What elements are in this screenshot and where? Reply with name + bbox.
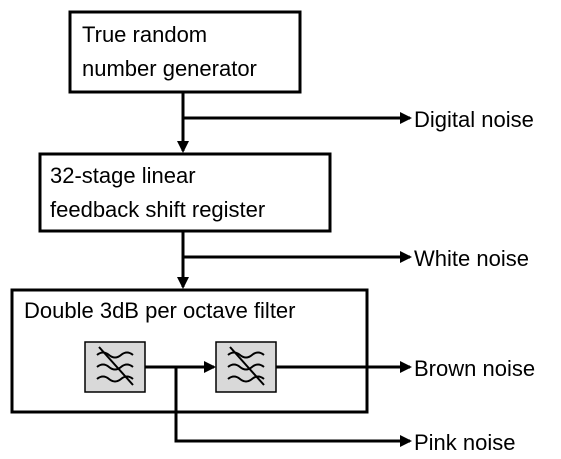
filter-block: Double 3dB per octave filter: [10, 288, 369, 414]
filter2-icon: [215, 341, 277, 393]
trng-label-line1: True random: [82, 22, 207, 47]
filter1-icon: [84, 341, 146, 393]
trng-label-line2: number generator: [82, 56, 257, 81]
pink-noise-arrow: [174, 367, 412, 447]
lfsr-label-line2: feedback shift register: [50, 197, 265, 222]
brown-noise-label: Brown noise: [414, 356, 535, 381]
white-noise-label: White noise: [414, 246, 529, 271]
lfsr-box: [38, 152, 332, 233]
filter-title: Double 3dB per octave filter: [24, 298, 296, 323]
pink-noise-label: Pink noise: [414, 430, 516, 455]
trng-box: [68, 10, 302, 94]
filter-box: [10, 288, 369, 414]
digital-noise-label: Digital noise: [414, 107, 534, 132]
lfsr-block: 32-stage linear feedback shift register: [38, 152, 332, 233]
lfsr-label-line1: 32-stage linear: [50, 163, 196, 188]
trng-block: True random number generator: [68, 10, 302, 94]
